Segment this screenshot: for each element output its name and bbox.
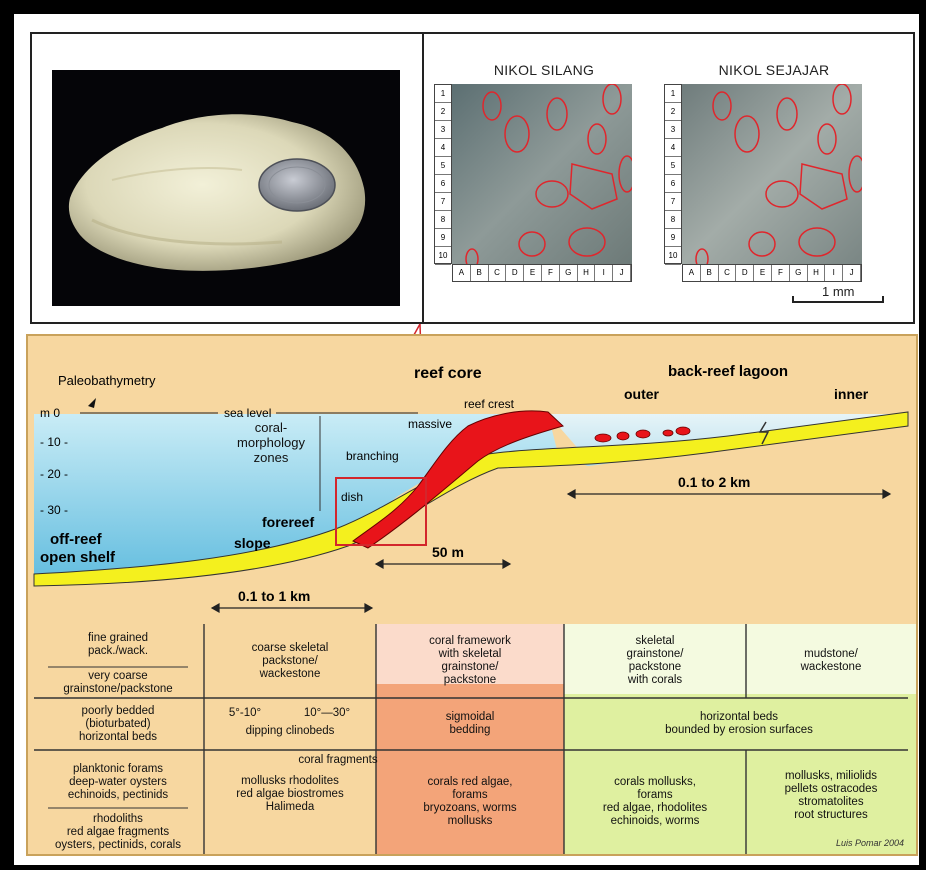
cell-slope-texture: coarse skeletal packstone/ wackestone xyxy=(206,628,374,694)
cell-offreef-biota-2: rhodoliths red algae fragments oysters, … xyxy=(34,810,202,854)
cell-offreef-texture-2: very coarse grainstone/packstone xyxy=(34,668,202,698)
cell-offreef-bedding: poorly bedded (bioturbated) horizontal b… xyxy=(34,700,202,748)
cell-inner-texture: mudstone/ wackestone xyxy=(748,628,914,694)
reef-model-panel: Paleobathymetry sea level m 0 - 10 - - 2… xyxy=(26,334,918,856)
back-reef-label: back-reef lagoon xyxy=(668,363,788,380)
slope-label: slope xyxy=(234,535,271,551)
credit-text: Luis Pomar 2004 xyxy=(836,838,904,848)
paleobathymetry-label: Paleobathymetry xyxy=(58,373,156,388)
cell-offreef-texture: fine grained pack./wack. xyxy=(34,628,202,662)
off-reef-label: off-reef xyxy=(50,531,103,548)
forereef-label: forereef xyxy=(262,514,314,530)
cell-outer-texture: skeletal grainstone/ packstone with cora… xyxy=(566,628,744,694)
lagoon-distance-label: 0.1 to 2 km xyxy=(678,474,750,490)
massive-label: massive xyxy=(408,417,452,431)
cell-outer-biota: corals mollusks, forams red algae, rhodo… xyxy=(566,754,744,850)
cell-slope-bedding: dipping clinobeds xyxy=(206,722,374,740)
cell-core-biota: corals red algae, forams bryozoans, worm… xyxy=(378,754,562,850)
depth-label: - 10 - xyxy=(40,435,68,449)
outer-label: outer xyxy=(624,386,660,402)
cell-slope-angle-2: 10°—30° xyxy=(284,704,370,722)
slope-distance-label: 0.1 to 1 km xyxy=(238,588,310,604)
reef-core-label: reef core xyxy=(414,365,482,382)
depth-label: m 0 xyxy=(40,406,60,420)
coral-morphology-label: coral- morphology zones xyxy=(218,418,324,466)
depth-label: - 20 - xyxy=(40,467,68,481)
depth-label: - 30 - xyxy=(40,503,68,517)
cell-offreef-biota: planktonic forams deep-water oysters ech… xyxy=(34,758,202,806)
open-shelf-label: open shelf xyxy=(40,549,116,566)
branching-label: branching xyxy=(346,449,399,463)
cell-lagoon-bedding: horizontal beds bounded by erosion surfa… xyxy=(566,700,912,748)
reef-distance-label: 50 m xyxy=(432,544,464,560)
cell-slope-angle-1: 5°-10° xyxy=(210,704,280,722)
cell-core-texture: coral framework with skeletal grainstone… xyxy=(378,628,562,694)
dish-label: dish xyxy=(341,490,363,504)
inner-label: inner xyxy=(834,386,869,402)
reef-crest-label: reef crest xyxy=(464,397,515,411)
cell-inner-biota: mollusks, miliolids pellets ostracodes s… xyxy=(748,754,914,838)
cell-core-bedding: sigmoidal bedding xyxy=(378,700,562,748)
cell-slope-biota: mollusks rhodolites red algae biostromes… xyxy=(206,768,374,820)
